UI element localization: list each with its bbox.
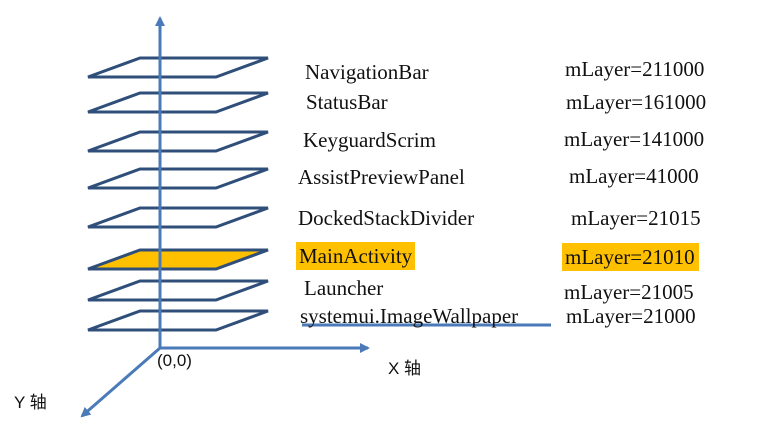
layer-value-label: mLayer=41000 xyxy=(569,164,699,188)
y-axis-line xyxy=(80,346,161,418)
layer-name-label: MainActivity xyxy=(296,242,416,270)
layer-name-label: StatusBar xyxy=(306,90,388,114)
layer-name-label: Launcher xyxy=(304,276,384,300)
layer-plane-5 xyxy=(87,206,269,229)
layer-name-label: AssistPreviewPanel xyxy=(298,165,465,189)
layer-value-label: mLayer=161000 xyxy=(566,90,707,114)
layer-plane-6 xyxy=(87,248,269,271)
layer-name-label: NavigationBar xyxy=(305,60,429,84)
layer-value-label: mLayer=211000 xyxy=(565,57,705,81)
layer-plane-2 xyxy=(87,91,269,114)
layer-plane-1 xyxy=(87,56,269,79)
layer-value-label: mLayer=21015 xyxy=(571,206,701,230)
layer-plane-3 xyxy=(87,130,269,153)
y-axis-label: Y 轴 xyxy=(14,393,47,412)
origin-label: (0,0) xyxy=(157,351,192,370)
layer-plane-4 xyxy=(87,167,269,190)
layer-value-label: mLayer=21005 xyxy=(564,280,694,304)
layer-value-label: mLayer=21010 xyxy=(562,243,699,271)
layer-name-label: systemui.ImageWallpaper xyxy=(300,304,519,328)
x-axis-label: X 轴 xyxy=(388,359,422,378)
layer-value-label: mLayer=141000 xyxy=(564,127,705,151)
layer-value-label: mLayer=21000 xyxy=(566,304,696,328)
layer-plane-7 xyxy=(87,279,269,302)
layer-name-label: DockedStackDivider xyxy=(298,206,475,230)
layer-plane-8 xyxy=(87,309,269,332)
layer-name-label: KeyguardScrim xyxy=(303,128,436,152)
